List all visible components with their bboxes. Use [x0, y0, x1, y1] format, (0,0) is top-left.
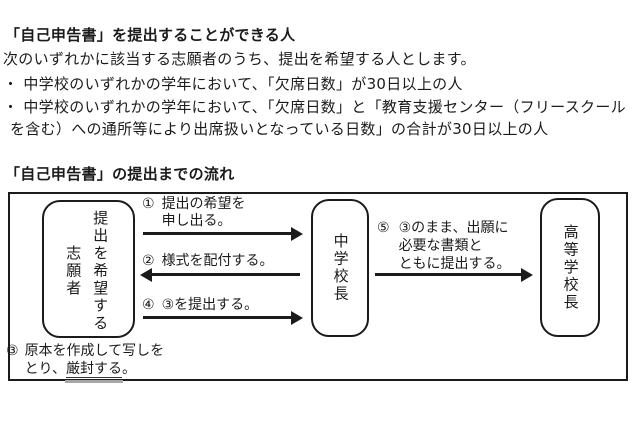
- step-1-text-line-2: 申し出る。: [161, 213, 232, 229]
- arrow-step-1-right: [143, 226, 303, 241]
- middle-school-principal-box: 中学校長: [311, 199, 369, 337]
- heading-flow: 「自己申告書」の提出までの流れ: [5, 165, 235, 183]
- middle-school-principal-label: 中学校長: [331, 233, 350, 303]
- applicant-box: 提出を希望する 志願者: [42, 200, 135, 338]
- step-3-text-line-2: とり、厳封する。: [25, 360, 165, 378]
- step-3-text-line-1: 原本を作成して写しを: [24, 343, 165, 359]
- arrow-step-5-right: [375, 267, 533, 282]
- step-4-text: ③を提出する。: [161, 297, 259, 313]
- step-5-text-line-2: 必要な書類と: [398, 238, 483, 254]
- step-4-label: ④ ③を提出する。: [142, 297, 258, 314]
- step-3-number: ③: [6, 343, 19, 359]
- step-3-sealed-emphasis: 厳封する: [66, 361, 123, 378]
- intro-description: 次のいずれかに該当する志願者のうち、提出を希望する人とします。: [3, 50, 476, 68]
- bullet-support-center-line-1: ・ 中学校のいずれかの学年において、「欠席日数」と「教育支援センター（フリースク…: [3, 98, 626, 116]
- high-school-principal-label: 高等学校長: [561, 223, 580, 312]
- step-3-line-2-prefix: とり、: [24, 361, 67, 377]
- step-2-text: 様式を配付する。: [161, 253, 274, 269]
- arrow-step-2-left: [140, 267, 300, 282]
- applicant-label-main: 提出を希望する: [91, 210, 110, 333]
- step-4-number: ④: [142, 297, 155, 313]
- step-1-number: ①: [142, 196, 155, 212]
- high-school-principal-box: 高等学校長: [540, 198, 600, 337]
- step-5-text-line-3: ともに提出する。: [398, 256, 511, 272]
- step-1-label: ① 提出の希望を 申し出る。: [142, 196, 246, 230]
- step-2-number: ②: [142, 253, 155, 269]
- step-1-text-line-1: 提出の希望を: [161, 196, 246, 212]
- heading-eligible: 「自己申告書」を提出することができる人: [5, 26, 296, 44]
- step-3-line-2-suffix: 。: [122, 361, 137, 377]
- step-5-label: ⑤ ③のまま、出願に 必要な書類と ともに提出する。: [377, 219, 511, 273]
- bullet-support-center-line-2: を含む）への通所等により出席扱いとなっている日数」の合計が30日以上の人: [10, 120, 549, 138]
- step-3-note: ③ 原本を作成して写しを とり、厳封する。: [6, 342, 164, 378]
- bullet-absence-days: ・ 中学校のいずれかの学年において、「欠席日数」が30日以上の人: [3, 75, 463, 93]
- step-5-text-line-1: ③のまま、出願に: [398, 220, 509, 236]
- arrow-step-4-right: [143, 310, 303, 325]
- applicant-label-sub: 志願者: [64, 244, 83, 298]
- step-2-label: ② 様式を配付する。: [142, 253, 274, 270]
- step-5-number: ⑤: [377, 220, 390, 236]
